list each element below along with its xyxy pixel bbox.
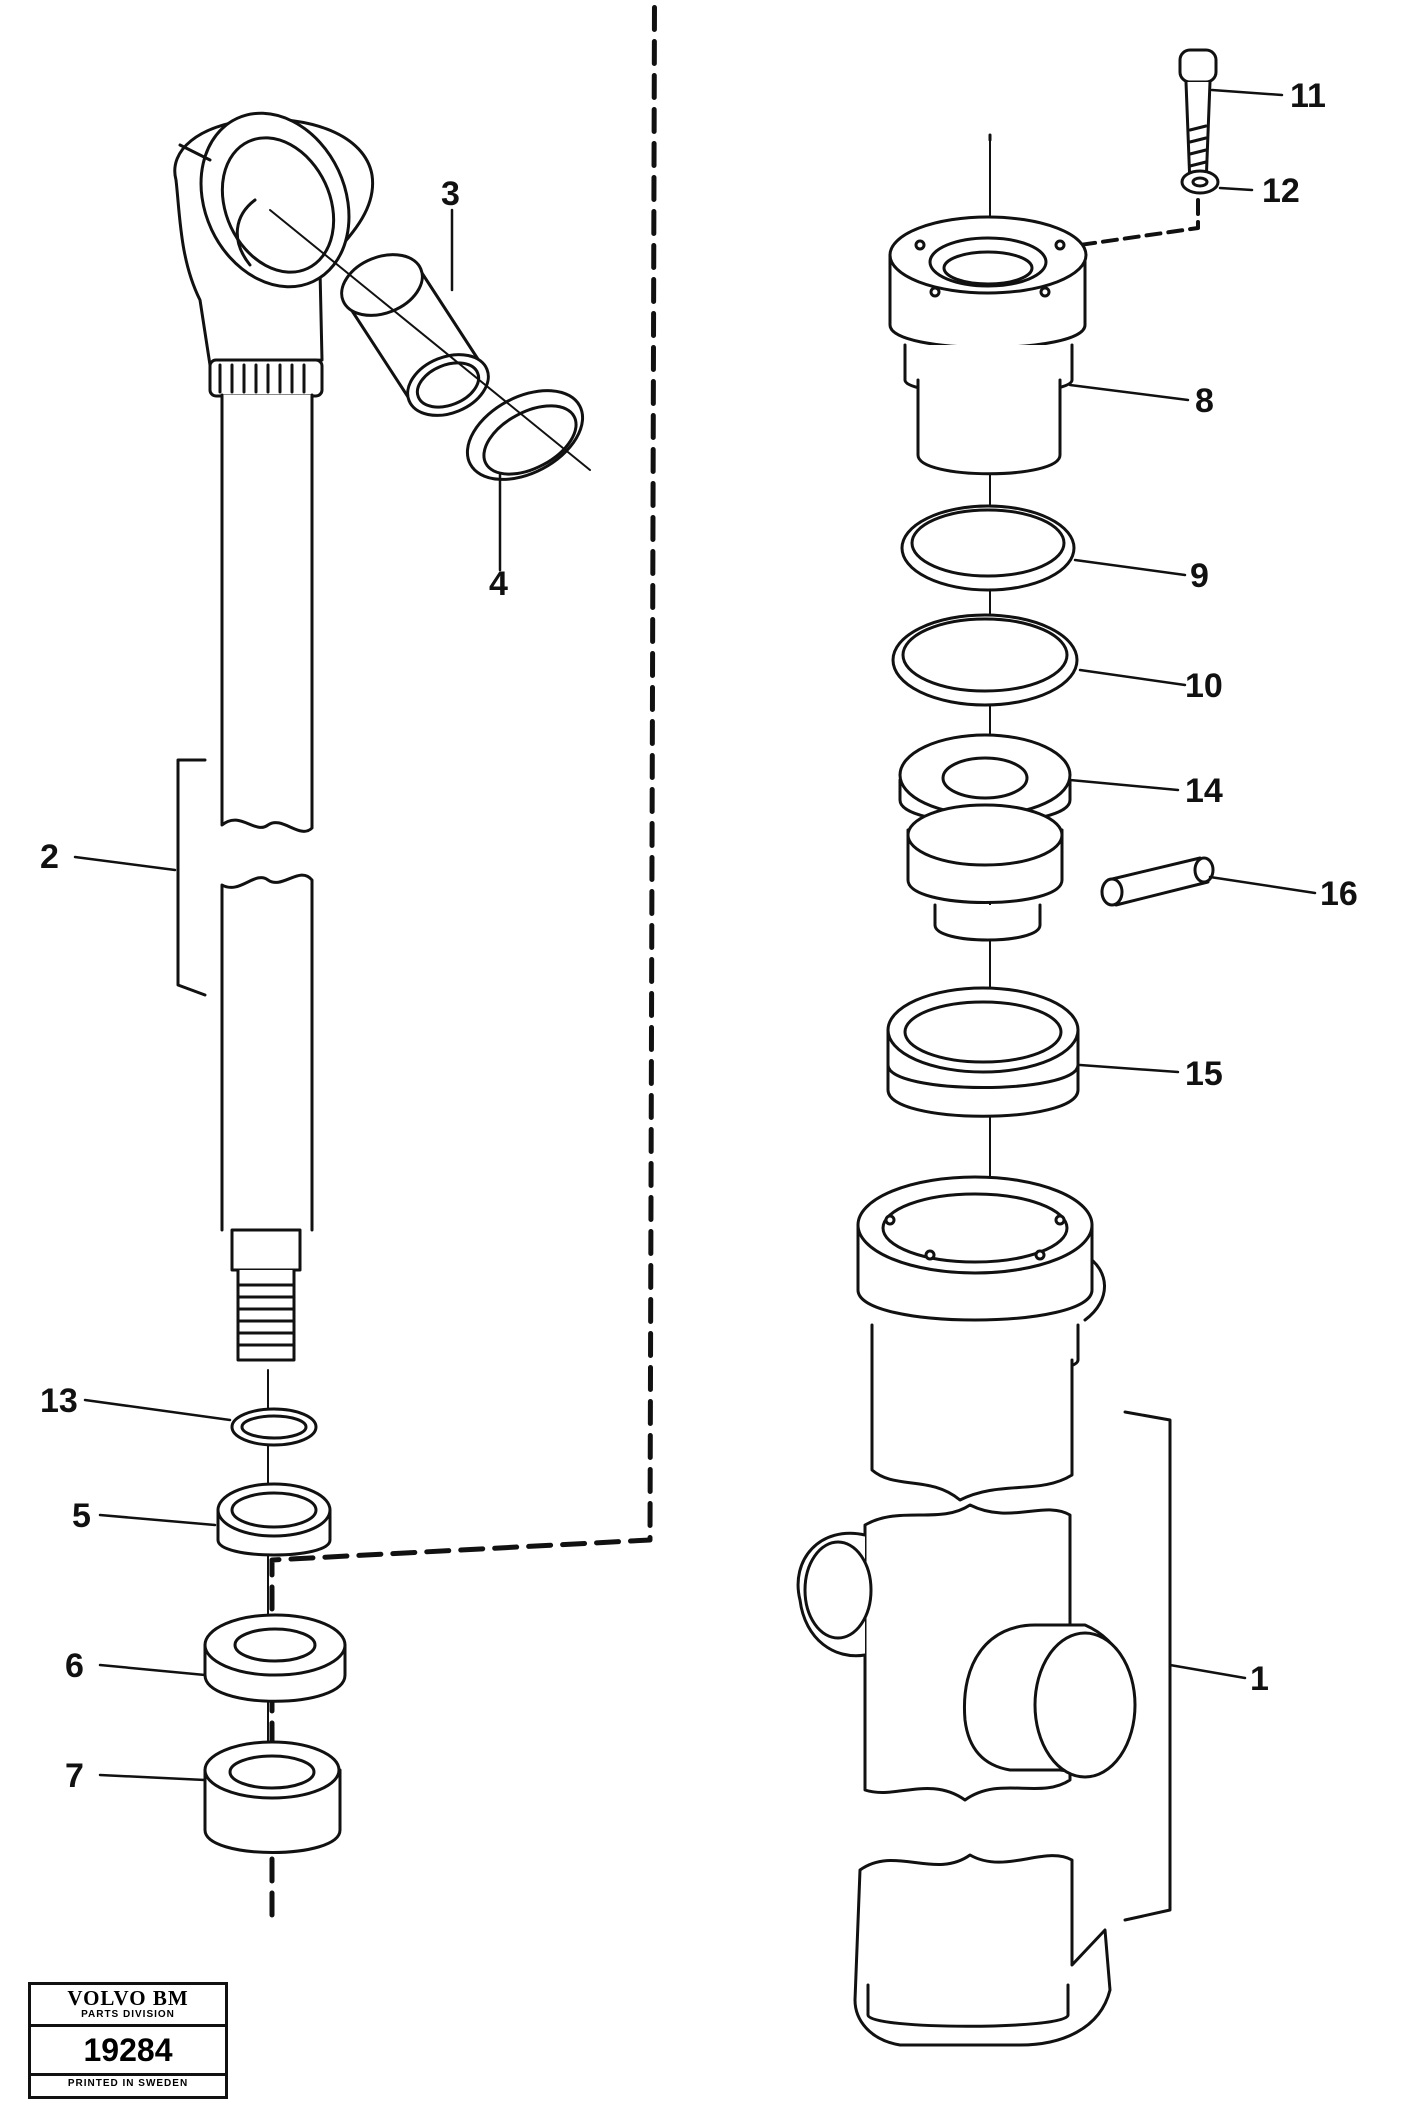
callout-10: 10 [1185,667,1223,705]
axis-line-eye [269,209,591,471]
wiper-part-6 [203,1613,347,1703]
screw-part-11 [1178,48,1218,187]
callout-labels: 11 12 8 9 10 14 16 15 1 3 4 2 13 5 6 7 [40,77,1358,1795]
callout-12: 12 [1262,172,1300,210]
callout-8: 8 [1195,382,1214,420]
stamp-brand: VOLVO BM [67,1986,189,2010]
bushing-part-7 [203,1740,342,1854]
stamp-division: PARTS DIVISION [31,2009,225,2027]
screw-dashed-line [1078,198,1200,247]
callout-4: 4 [489,565,508,603]
callout-1: 1 [1250,1660,1269,1698]
ring-part-10 [891,613,1079,707]
cylinder-head-part-8 [888,215,1088,476]
callout-3: 3 [441,175,460,213]
callout-7: 7 [65,1757,84,1795]
callout-13: 13 [40,1382,78,1420]
ring-part-9 [900,504,1076,592]
cylinder-tube-part-1 [796,1175,1172,2047]
seal-part-5 [216,1482,332,1557]
o-ring-part-13 [230,1407,318,1447]
parts-division-stamp: VOLVO BM PARTS DIVISION 19284 PRINTED IN… [28,1982,228,2099]
bushing-part-3 [340,253,490,417]
stamp-number: 19284 [31,2027,225,2076]
pin-part-16 [1100,856,1215,907]
stamp-printed: PRINTED IN SWEDEN [67,2078,189,2089]
callout-2: 2 [40,838,59,876]
piston-part-14 [898,733,1072,942]
callout-15: 15 [1185,1055,1223,1093]
leader-lines [73,88,1317,1782]
callout-6: 6 [65,1647,84,1685]
callout-14: 14 [1185,772,1223,810]
guide-part-15 [886,986,1080,1118]
washer-part-12 [1180,169,1220,195]
callout-9: 9 [1190,557,1209,595]
ring-part-4 [465,389,585,481]
callout-16: 16 [1320,875,1358,913]
callout-11: 11 [1290,77,1326,115]
callout-5: 5 [72,1497,91,1535]
